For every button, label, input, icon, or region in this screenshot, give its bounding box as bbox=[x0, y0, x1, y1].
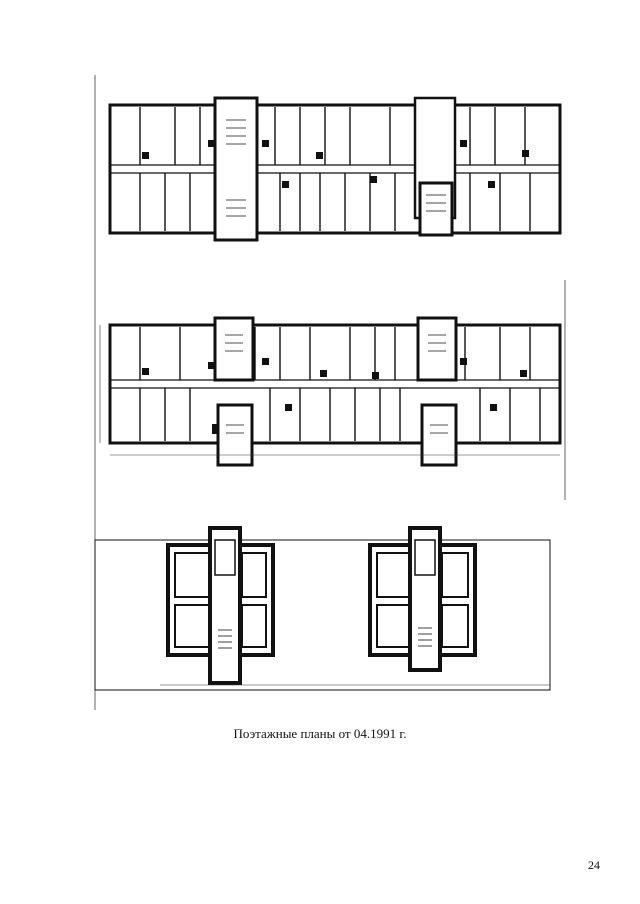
floor-plans-drawing bbox=[94, 75, 566, 710]
first-floor-plan bbox=[99, 316, 562, 467]
figure-caption: Поэтажные планы от 04.1991 г. bbox=[233, 726, 407, 741]
page-number: 24 bbox=[588, 858, 600, 872]
basement-plan bbox=[94, 526, 551, 691]
second-floor-plan bbox=[108, 96, 562, 242]
